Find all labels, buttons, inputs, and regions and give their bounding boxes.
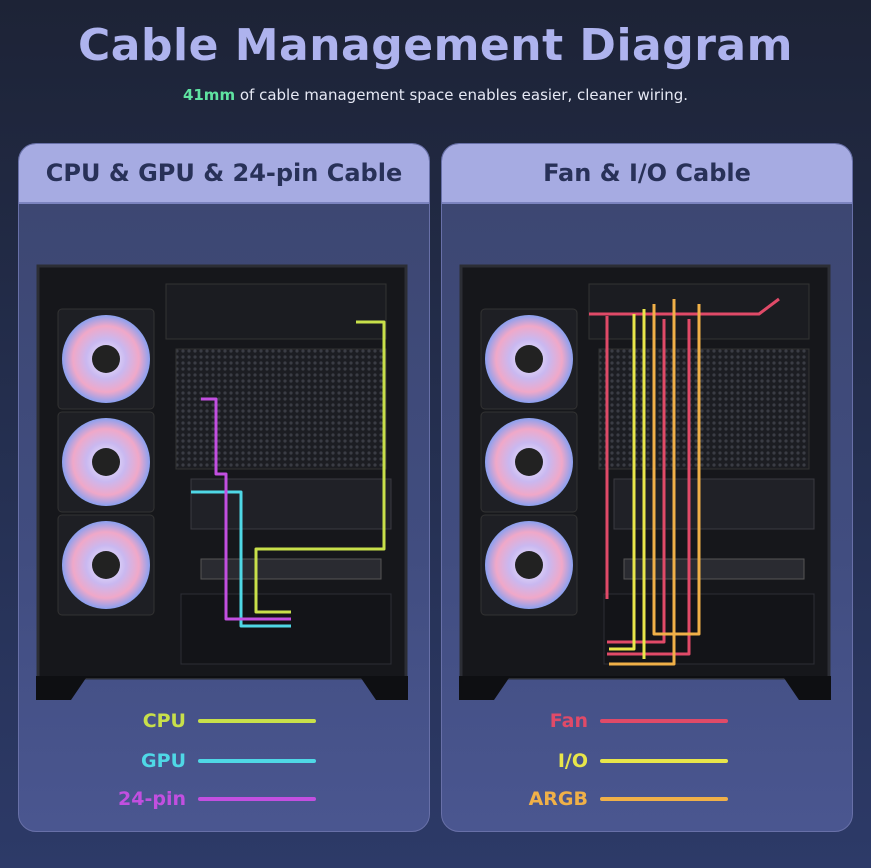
legend-cpu: CPU bbox=[79, 710, 316, 732]
legend-label: Fan bbox=[549, 710, 588, 732]
legend-fan: Fan bbox=[482, 710, 728, 732]
fan-hub bbox=[515, 448, 543, 476]
cpu-cable bbox=[254, 320, 386, 614]
psu-bay bbox=[180, 593, 392, 665]
fan-hub bbox=[515, 551, 543, 579]
subtitle-highlight: 41mm bbox=[182, 86, 236, 104]
legend-gpu: GPU bbox=[79, 750, 316, 772]
fan-hub bbox=[92, 345, 120, 373]
panel-fan-io: Fan & I/O Cable Fan I/O ARGB bbox=[441, 143, 853, 832]
legend-24pin: 24-pin bbox=[79, 788, 316, 810]
legend-line bbox=[600, 797, 728, 801]
panel-title: CPU & GPU & 24-pin Cable bbox=[19, 144, 429, 204]
legend-line bbox=[600, 759, 728, 763]
gpu-area bbox=[190, 478, 392, 530]
io-cable bbox=[609, 314, 636, 651]
case-feet bbox=[36, 676, 408, 700]
psu-shroud-mesh bbox=[598, 348, 810, 470]
fan-hub bbox=[92, 551, 120, 579]
panel-title: Fan & I/O Cable bbox=[442, 144, 852, 204]
subtitle: 41mm of cable management space enables e… bbox=[0, 86, 871, 104]
legend-label: I/O bbox=[557, 750, 588, 772]
legend-line bbox=[198, 759, 316, 763]
expansion-card bbox=[623, 558, 805, 580]
fan-cable bbox=[607, 319, 691, 656]
pc-case-image bbox=[459, 264, 831, 700]
argb-cable bbox=[652, 304, 701, 636]
legend-label: 24-pin bbox=[118, 788, 186, 810]
legend-line bbox=[198, 719, 316, 723]
gpu-cable bbox=[191, 490, 291, 628]
psu-shroud-mesh bbox=[175, 348, 387, 470]
fan-cable bbox=[589, 297, 780, 316]
argb-cable bbox=[609, 299, 676, 666]
pc-case-image bbox=[36, 264, 408, 700]
gpu-area bbox=[613, 478, 815, 530]
panel-cpu-gpu-24pin: CPU & GPU & 24-pin Cable CPU GPU 24-pin bbox=[18, 143, 430, 832]
legend-label: GPU bbox=[141, 750, 186, 772]
case-feet bbox=[459, 676, 831, 700]
legend-line bbox=[600, 719, 728, 723]
subtitle-text: of cable management space enables easier… bbox=[235, 86, 689, 104]
page-title: Cable Management Diagram bbox=[78, 20, 793, 71]
legend-label: CPU bbox=[142, 710, 186, 732]
fan-hub bbox=[515, 345, 543, 373]
expansion-card bbox=[200, 558, 382, 580]
legend-io: I/O bbox=[482, 750, 728, 772]
legend-argb: ARGB bbox=[482, 788, 728, 810]
top-bay bbox=[165, 283, 387, 340]
legend-line bbox=[198, 797, 316, 801]
24pin-cable bbox=[201, 397, 291, 621]
legend-label: ARGB bbox=[528, 788, 588, 810]
psu-bay bbox=[603, 593, 815, 665]
fan-hub bbox=[92, 448, 120, 476]
fan-cable bbox=[607, 319, 666, 644]
